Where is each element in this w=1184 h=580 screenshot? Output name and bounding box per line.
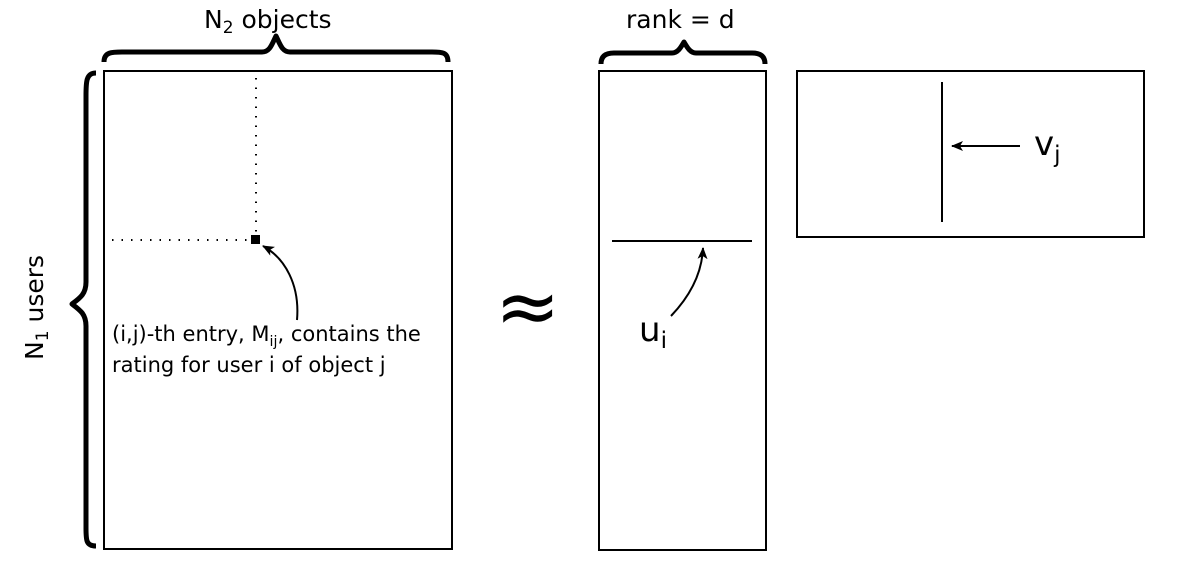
objects-label-sub: 2 xyxy=(222,18,234,39)
entry-annotation-line2: rating for user i of object j xyxy=(112,353,386,377)
entry-line1-start: (i,j)-th entry, M xyxy=(112,322,270,346)
objects-label: N2 objects xyxy=(204,5,332,37)
user-vector-label: ui xyxy=(639,310,667,353)
entry-marker xyxy=(251,235,260,244)
user-factor-matrix xyxy=(598,70,767,551)
users-label-prefix: N xyxy=(20,341,49,360)
entry-arrow xyxy=(262,245,299,321)
user-vector-arrow xyxy=(670,247,708,317)
objects-label-suffix: objects xyxy=(233,5,332,34)
rank-label-text: rank = d xyxy=(626,5,735,34)
user-vector-sub: i xyxy=(660,328,667,355)
users-brace xyxy=(69,70,97,549)
user-vector-base: u xyxy=(639,310,661,350)
object-factor-matrix xyxy=(796,70,1145,238)
object-vector-label: vj xyxy=(1034,124,1061,167)
entry-annotation: (i,j)-th entry, Mij, contains the rating… xyxy=(112,320,421,379)
rank-brace xyxy=(598,39,768,65)
rating-matrix xyxy=(103,70,453,550)
entry-annotation-line1: (i,j)-th entry, Mij, contains the xyxy=(112,320,421,351)
object-vector-sub: j xyxy=(1054,142,1061,169)
rank-label: rank = d xyxy=(626,7,735,32)
approximately-equal-sign: ≈ xyxy=(495,268,560,346)
approx-symbol: ≈ xyxy=(495,262,561,352)
objects-label-prefix: N xyxy=(204,5,223,34)
objects-brace xyxy=(101,33,451,63)
entry-line1-end: , contains the xyxy=(277,322,421,346)
users-label-suffix: users xyxy=(20,254,49,331)
users-label-sub: 1 xyxy=(33,330,54,342)
object-vector-base: v xyxy=(1034,124,1055,164)
users-label: N1 users xyxy=(20,254,53,360)
entry-line1-sub: ij xyxy=(269,333,278,350)
